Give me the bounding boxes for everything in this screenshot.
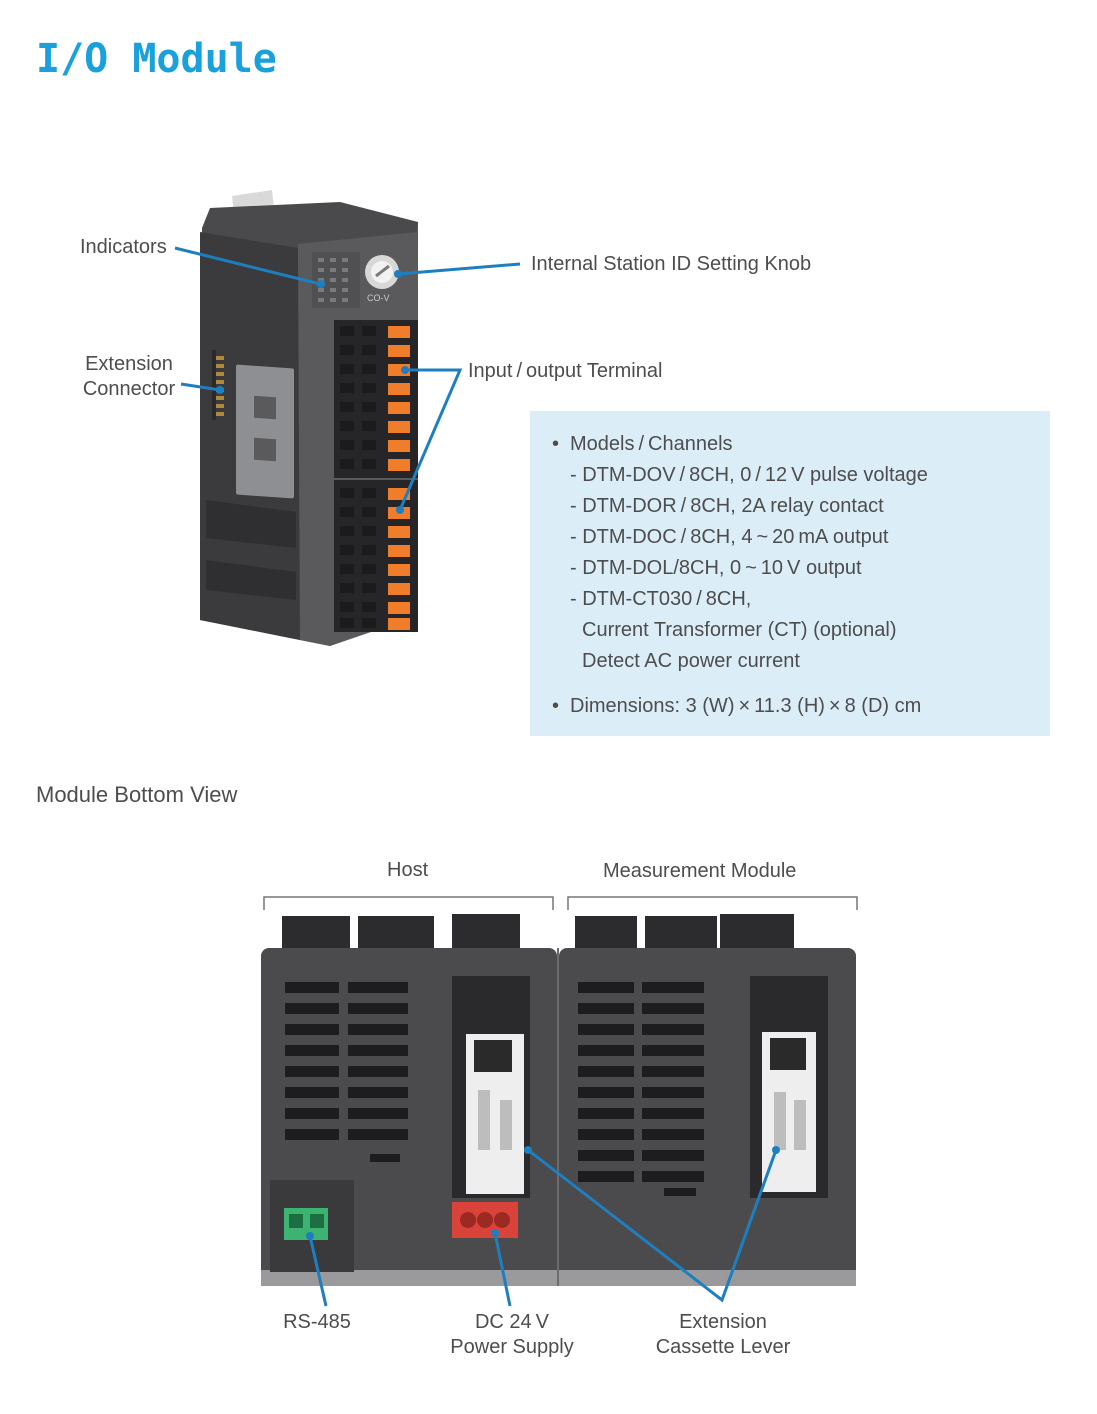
- extension-connector-line-2: Connector: [82, 378, 176, 400]
- dimensions-item: Dimensions: 3 (W) × 11.3 (H) × 8 (D) cm: [552, 691, 1050, 722]
- models-heading: Models / Channels: [552, 429, 1050, 460]
- model-item: - DTM-DOC / 8CH, 4 ~ 20 mA output: [570, 526, 889, 548]
- power-supply-line-1: DC 24 V: [474, 1311, 550, 1333]
- page-title: I/O Module: [36, 36, 277, 82]
- model-item: - DTM-DOL/8CH, 0 ~ 10 V output: [570, 557, 862, 579]
- model-continuation: Detect AC power current: [582, 650, 800, 672]
- model-item: - DTM-DOR / 8CH, 2A relay contact: [570, 495, 884, 517]
- cassette-lever-label: Extension Cassette Lever: [638, 1310, 808, 1360]
- io-terminal-label: Input / output Terminal: [468, 360, 663, 382]
- cassette-lever-line-2: Cassette Lever: [655, 1336, 791, 1358]
- spec-box: Models / Channels - DTM-DOV / 8CH, 0 / 1…: [530, 411, 1050, 736]
- cassette-lever-line-1: Extension: [679, 1311, 767, 1333]
- model-continuation: Current Transformer (CT) (optional): [582, 619, 897, 641]
- extension-connector-label: Extension Connector: [78, 352, 180, 402]
- panel-marking: CO-V: [367, 293, 390, 303]
- measurement-module-label: Measurement Module: [603, 860, 797, 882]
- model-item: - DTM-DOV / 8CH, 0 / 12 V pulse voltage: [570, 464, 928, 486]
- host-label: Host: [387, 859, 429, 881]
- model-item: - DTM-CT030 / 8CH,: [570, 588, 752, 610]
- power-supply-line-2: Power Supply: [450, 1336, 574, 1358]
- spec-list: Models / Channels - DTM-DOV / 8CH, 0 / 1…: [552, 429, 1050, 722]
- rs485-label: RS-485: [283, 1311, 351, 1333]
- power-supply-label: DC 24 V Power Supply: [432, 1310, 592, 1360]
- station-id-knob-label: Internal Station ID Setting Knob: [531, 253, 812, 275]
- bottom-view-title: Module Bottom View: [36, 782, 238, 807]
- extension-connector-line-1: Extension: [85, 353, 173, 375]
- indicators-label: Indicators: [80, 236, 167, 258]
